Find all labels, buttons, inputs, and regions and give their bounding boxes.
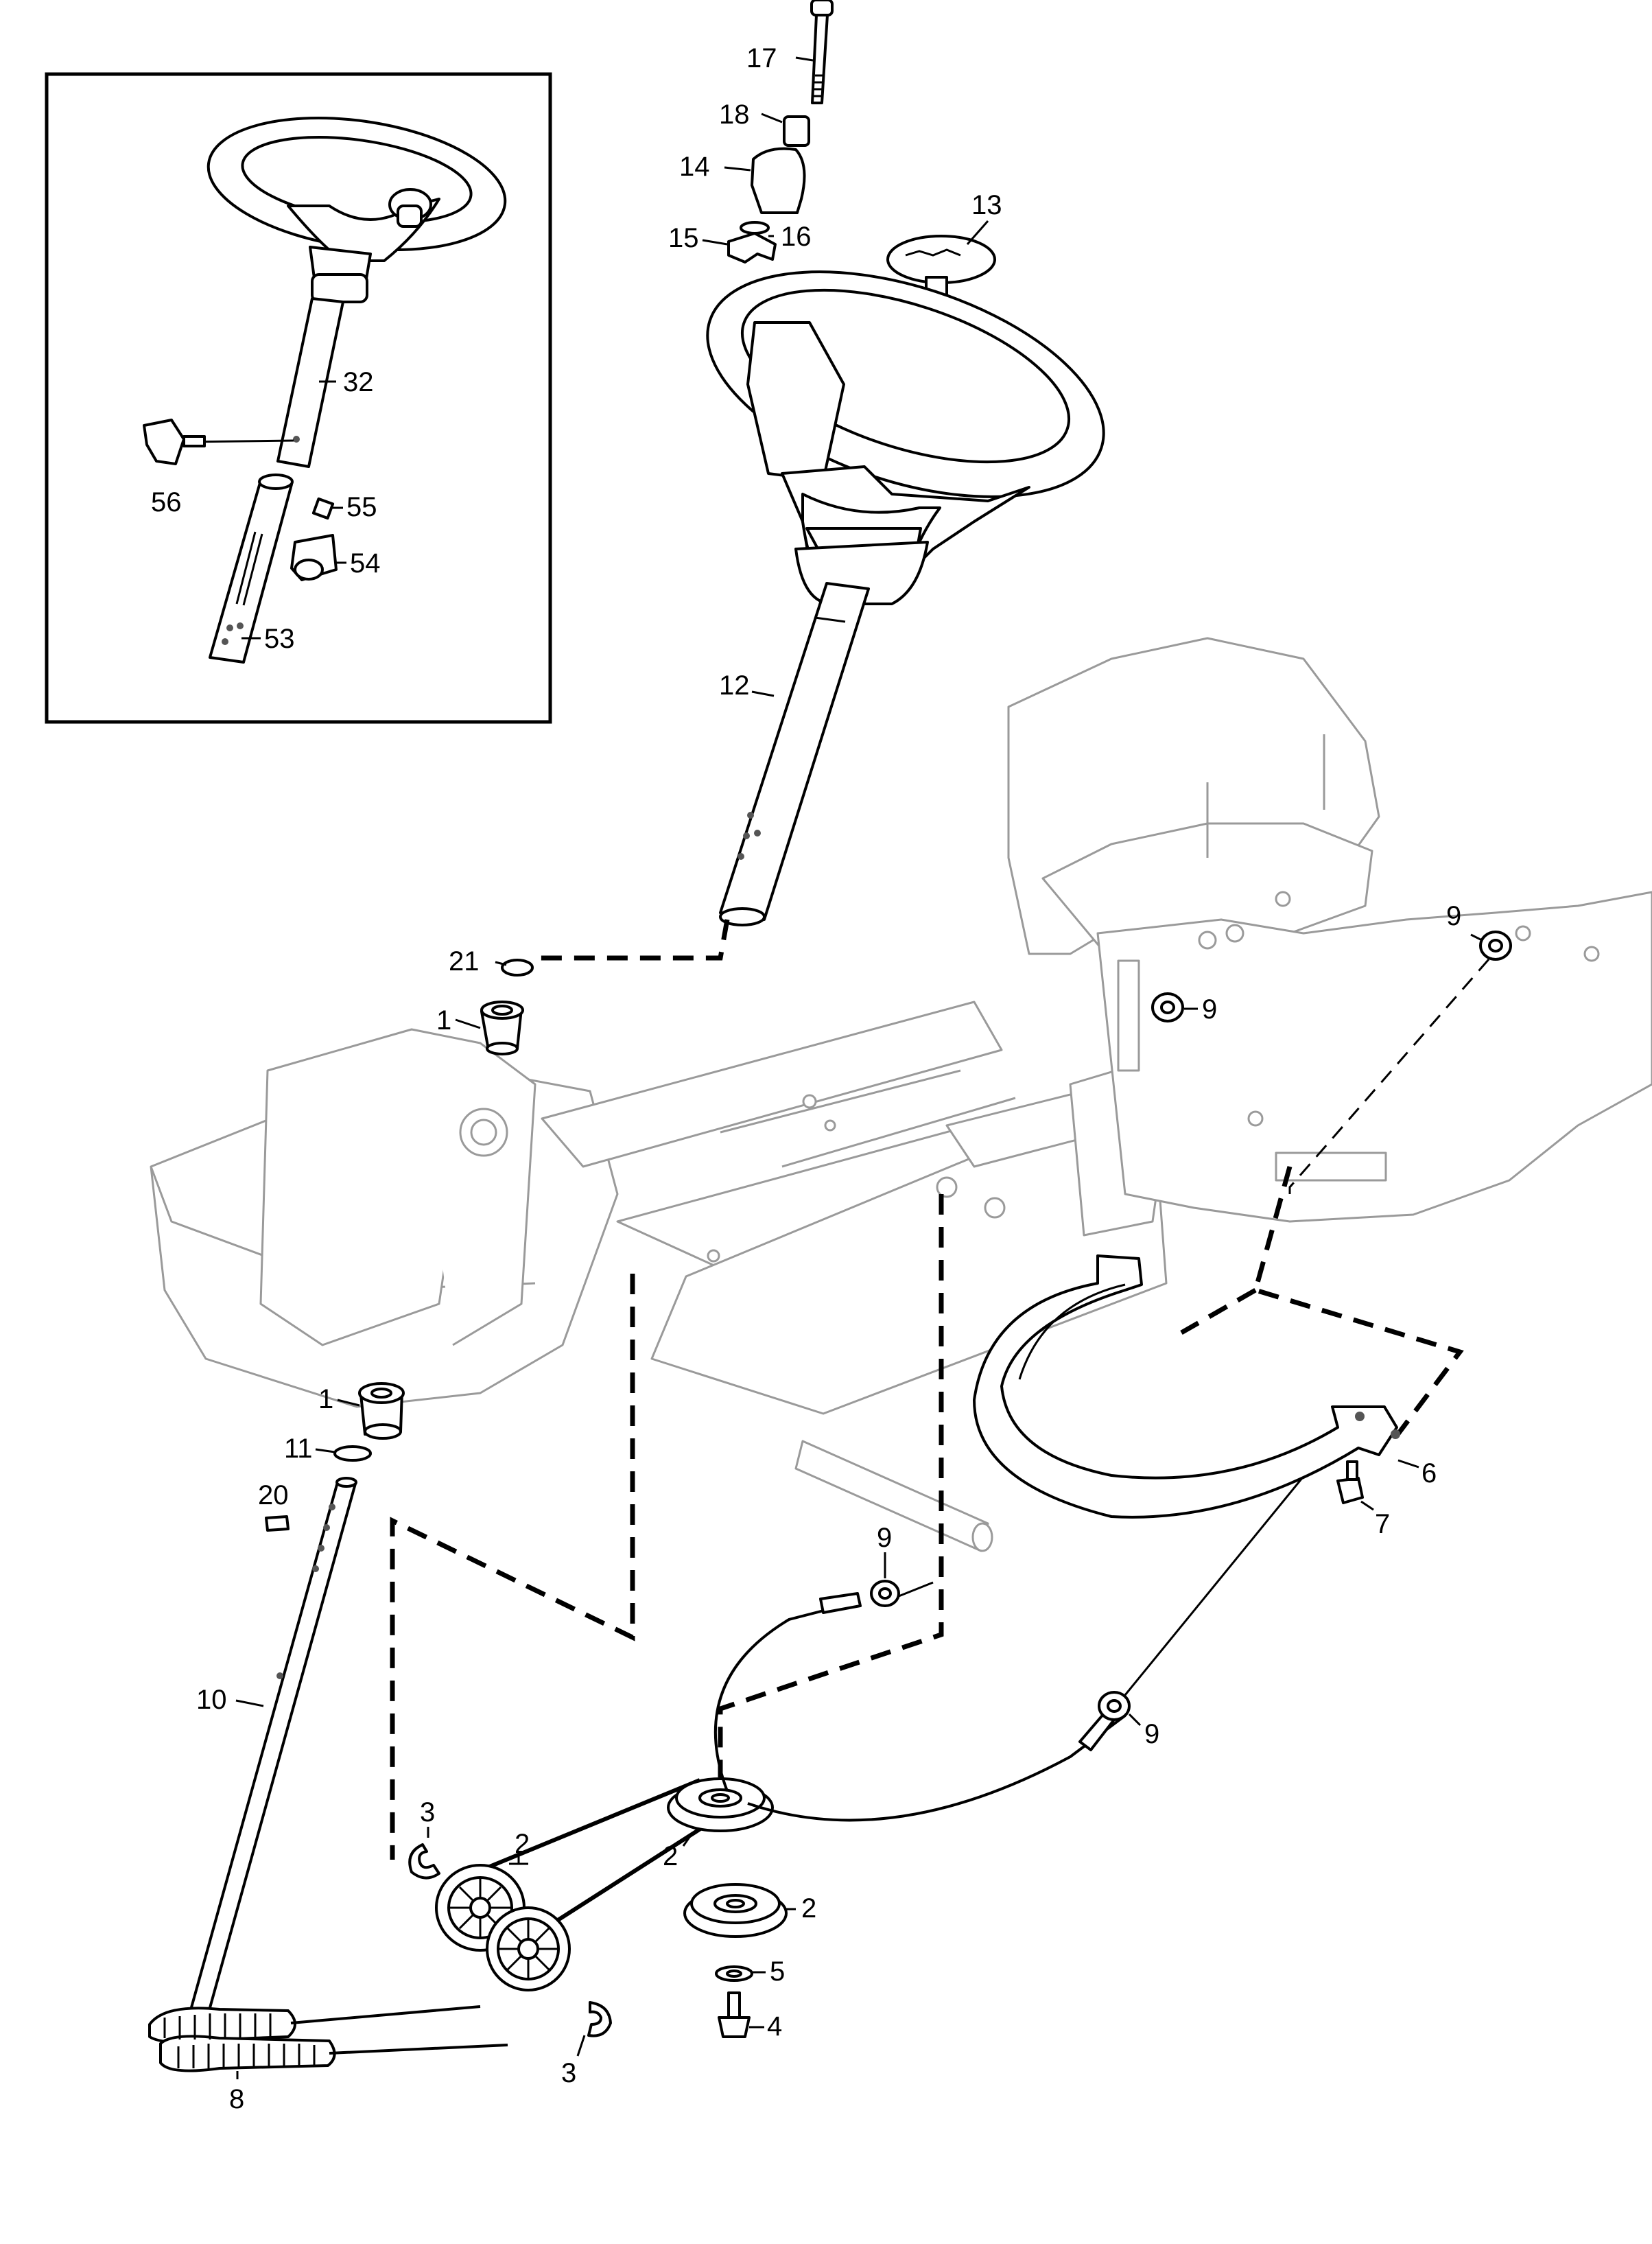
bushing-1-top [480, 1001, 524, 1055]
callout-14: 14 [679, 152, 710, 182]
bushing-21 [501, 959, 534, 977]
bushing-1-bottom [358, 1382, 405, 1440]
callout-9-right-top: 9 [1202, 994, 1217, 1025]
callout-15: 15 [668, 223, 699, 253]
callout-53: 53 [264, 624, 295, 654]
inset-clamp-54 [290, 534, 338, 581]
callout-9-top: 9 [1446, 901, 1461, 931]
callout-10: 10 [196, 1685, 227, 1715]
e-clip-3-left [408, 1843, 440, 1880]
callout-16: 16 [781, 222, 812, 252]
callout-13: 13 [971, 190, 1002, 220]
callout-3-left: 3 [420, 1797, 435, 1827]
callout-8: 8 [229, 2084, 244, 2114]
callout-6: 6 [1421, 1458, 1437, 1488]
callout-9-cable: 9 [877, 1523, 892, 1553]
callout-2-top-left: 2 [515, 1829, 530, 1859]
e-clip-3-right [587, 2001, 612, 2037]
callout-11: 11 [284, 1434, 313, 1464]
steering-shaft-10 [188, 1481, 357, 2019]
inset-steering-wheel [206, 116, 507, 303]
pulley-2-left-a [435, 1864, 526, 1952]
bracket-15 [727, 232, 777, 264]
inset-nut-55 [311, 497, 335, 520]
callout-9-bottom: 9 [1144, 1719, 1159, 1749]
seat-rear-body [1007, 637, 1652, 1223]
washer-11 [333, 1445, 372, 1462]
pulley-2-mid [667, 1777, 774, 1832]
cable-end-left [819, 1592, 862, 1614]
inset-knob-56 [143, 419, 294, 465]
callout-18: 18 [719, 100, 750, 130]
callout-55: 55 [346, 492, 377, 522]
callout-20: 20 [258, 1480, 289, 1510]
bolt-4 [718, 1991, 751, 2038]
callout-12: 12 [719, 670, 750, 701]
callout-4: 4 [767, 2011, 782, 2042]
callout-7: 7 [1375, 1509, 1390, 1539]
callout-3-right: 3 [561, 2058, 576, 2088]
callout-21: 21 [449, 946, 480, 977]
callout-5: 5 [770, 1956, 785, 1987]
callout-32: 32 [343, 367, 374, 397]
callout-1-bottom: 1 [318, 1384, 333, 1414]
pulley-2-right [683, 1883, 788, 1938]
callout-1-top: 1 [436, 1005, 451, 1036]
assembly-path-column [532, 919, 730, 961]
assembly-path-mid [718, 1194, 944, 1777]
inset-column-32 [276, 297, 344, 468]
assembly-path-right-thin [1288, 959, 1490, 1194]
assembly-path-strap [1252, 1166, 1464, 1449]
bolt-17 [810, 0, 834, 104]
inset-panel: 32 56 53 54 55 [45, 72, 552, 724]
strap-bracket-6 [973, 1254, 1400, 1519]
callout-2-mid: 2 [663, 1841, 678, 1871]
tractor-frame [150, 1001, 1168, 1552]
steering-column-12 [719, 582, 870, 921]
callout-56: 56 [151, 487, 182, 517]
assembly-path-left [390, 1274, 635, 1860]
bolt-7 [1336, 1460, 1364, 1504]
callout-17: 17 [746, 43, 777, 73]
washer-16 [740, 221, 770, 235]
control-cable [713, 1606, 1126, 1822]
pulley-2-left-b [486, 1906, 571, 1991]
callout-2-right: 2 [801, 1893, 816, 1924]
knob-14 [751, 147, 806, 214]
chain-8 [148, 2005, 508, 2072]
inset-border [45, 72, 552, 724]
spacer-18 [783, 115, 810, 147]
callout-54: 54 [350, 548, 381, 578]
pin-20 [265, 1515, 290, 1532]
steering-wheel [706, 270, 1105, 605]
